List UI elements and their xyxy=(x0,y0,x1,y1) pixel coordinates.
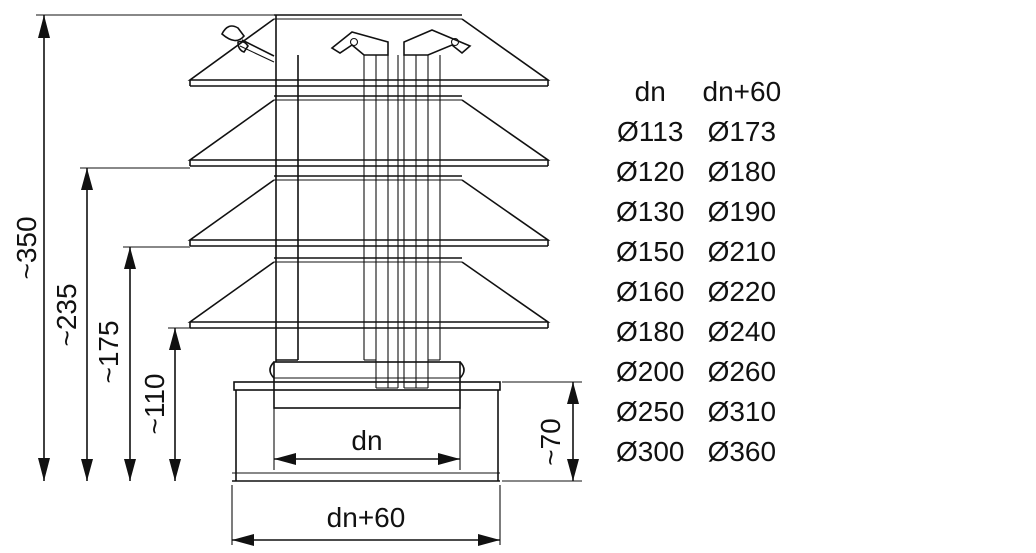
cell-dn: Ø150 xyxy=(616,236,685,267)
table-row: Ø300 Ø360 xyxy=(608,432,791,472)
table-row: Ø113 Ø173 xyxy=(608,112,791,152)
shield-3 xyxy=(187,257,551,329)
header-dn-plus-60: dn+60 xyxy=(702,76,782,107)
cell-dn: Ø160 xyxy=(616,276,685,307)
table-row: Ø250 Ø310 xyxy=(608,392,791,432)
dimension-total-height: ~350 xyxy=(11,14,274,481)
bracket-right xyxy=(403,29,472,56)
label-third-shield: ~235 xyxy=(51,283,82,346)
table-row: Ø150 Ø210 xyxy=(608,232,791,272)
cell-dn-plus-60: Ø220 xyxy=(707,276,777,307)
cell-dn: Ø120 xyxy=(616,156,685,187)
table-row: Ø130 Ø190 xyxy=(608,192,791,232)
dimension-third-shield: ~235 xyxy=(51,167,190,481)
wing-nut-icon xyxy=(221,25,275,63)
base-collar xyxy=(232,381,501,482)
dimension-first-shield: ~110 xyxy=(139,327,190,481)
cell-dn-plus-60: Ø360 xyxy=(707,436,777,467)
table-row: Ø120 Ø180 xyxy=(608,152,791,192)
label-base-height: ~70 xyxy=(535,418,566,466)
cell-dn: Ø200 xyxy=(616,356,685,387)
cell-dn: Ø113 xyxy=(617,116,684,147)
table-row: Ø180 Ø240 xyxy=(608,312,791,352)
cell-dn-plus-60: Ø173 xyxy=(707,116,777,147)
cell-dn: Ø250 xyxy=(616,396,685,427)
dimension-outer-diameter: dn+60 xyxy=(231,485,501,546)
table-row: Ø200 Ø260 xyxy=(608,352,791,392)
cowl-body xyxy=(275,15,299,362)
label-inner-diameter: dn xyxy=(351,425,382,456)
label-second-shield: ~175 xyxy=(93,320,124,383)
cell-dn: Ø300 xyxy=(616,436,685,467)
shield-1 xyxy=(187,95,551,167)
dimension-second-shield: ~175 xyxy=(93,246,190,481)
cell-dn-plus-60: Ø240 xyxy=(707,316,777,347)
table-row: Ø160 Ø220 xyxy=(608,272,791,312)
table-header-row: dn dn+60 xyxy=(608,72,791,112)
dimension-inner-diameter: dn xyxy=(274,425,460,465)
cell-dn-plus-60: Ø180 xyxy=(707,156,777,187)
label-first-shield: ~110 xyxy=(139,374,170,435)
label-outer-diameter: dn+60 xyxy=(327,502,406,533)
support-rods xyxy=(363,55,441,389)
cell-dn-plus-60: Ø190 xyxy=(707,196,777,227)
label-total-height: ~350 xyxy=(11,216,42,279)
header-dn: dn xyxy=(634,76,666,107)
bracket-left xyxy=(330,31,389,56)
cell-dn-plus-60: Ø260 xyxy=(707,356,777,387)
cell-dn: Ø180 xyxy=(616,316,685,347)
top-cap xyxy=(187,14,551,87)
cell-dn-plus-60: Ø210 xyxy=(707,236,777,267)
cell-dn: Ø130 xyxy=(616,196,685,227)
dimension-base-height: ~70 xyxy=(502,381,582,482)
cell-dn-plus-60: Ø310 xyxy=(707,396,777,427)
shield-2 xyxy=(187,175,551,247)
